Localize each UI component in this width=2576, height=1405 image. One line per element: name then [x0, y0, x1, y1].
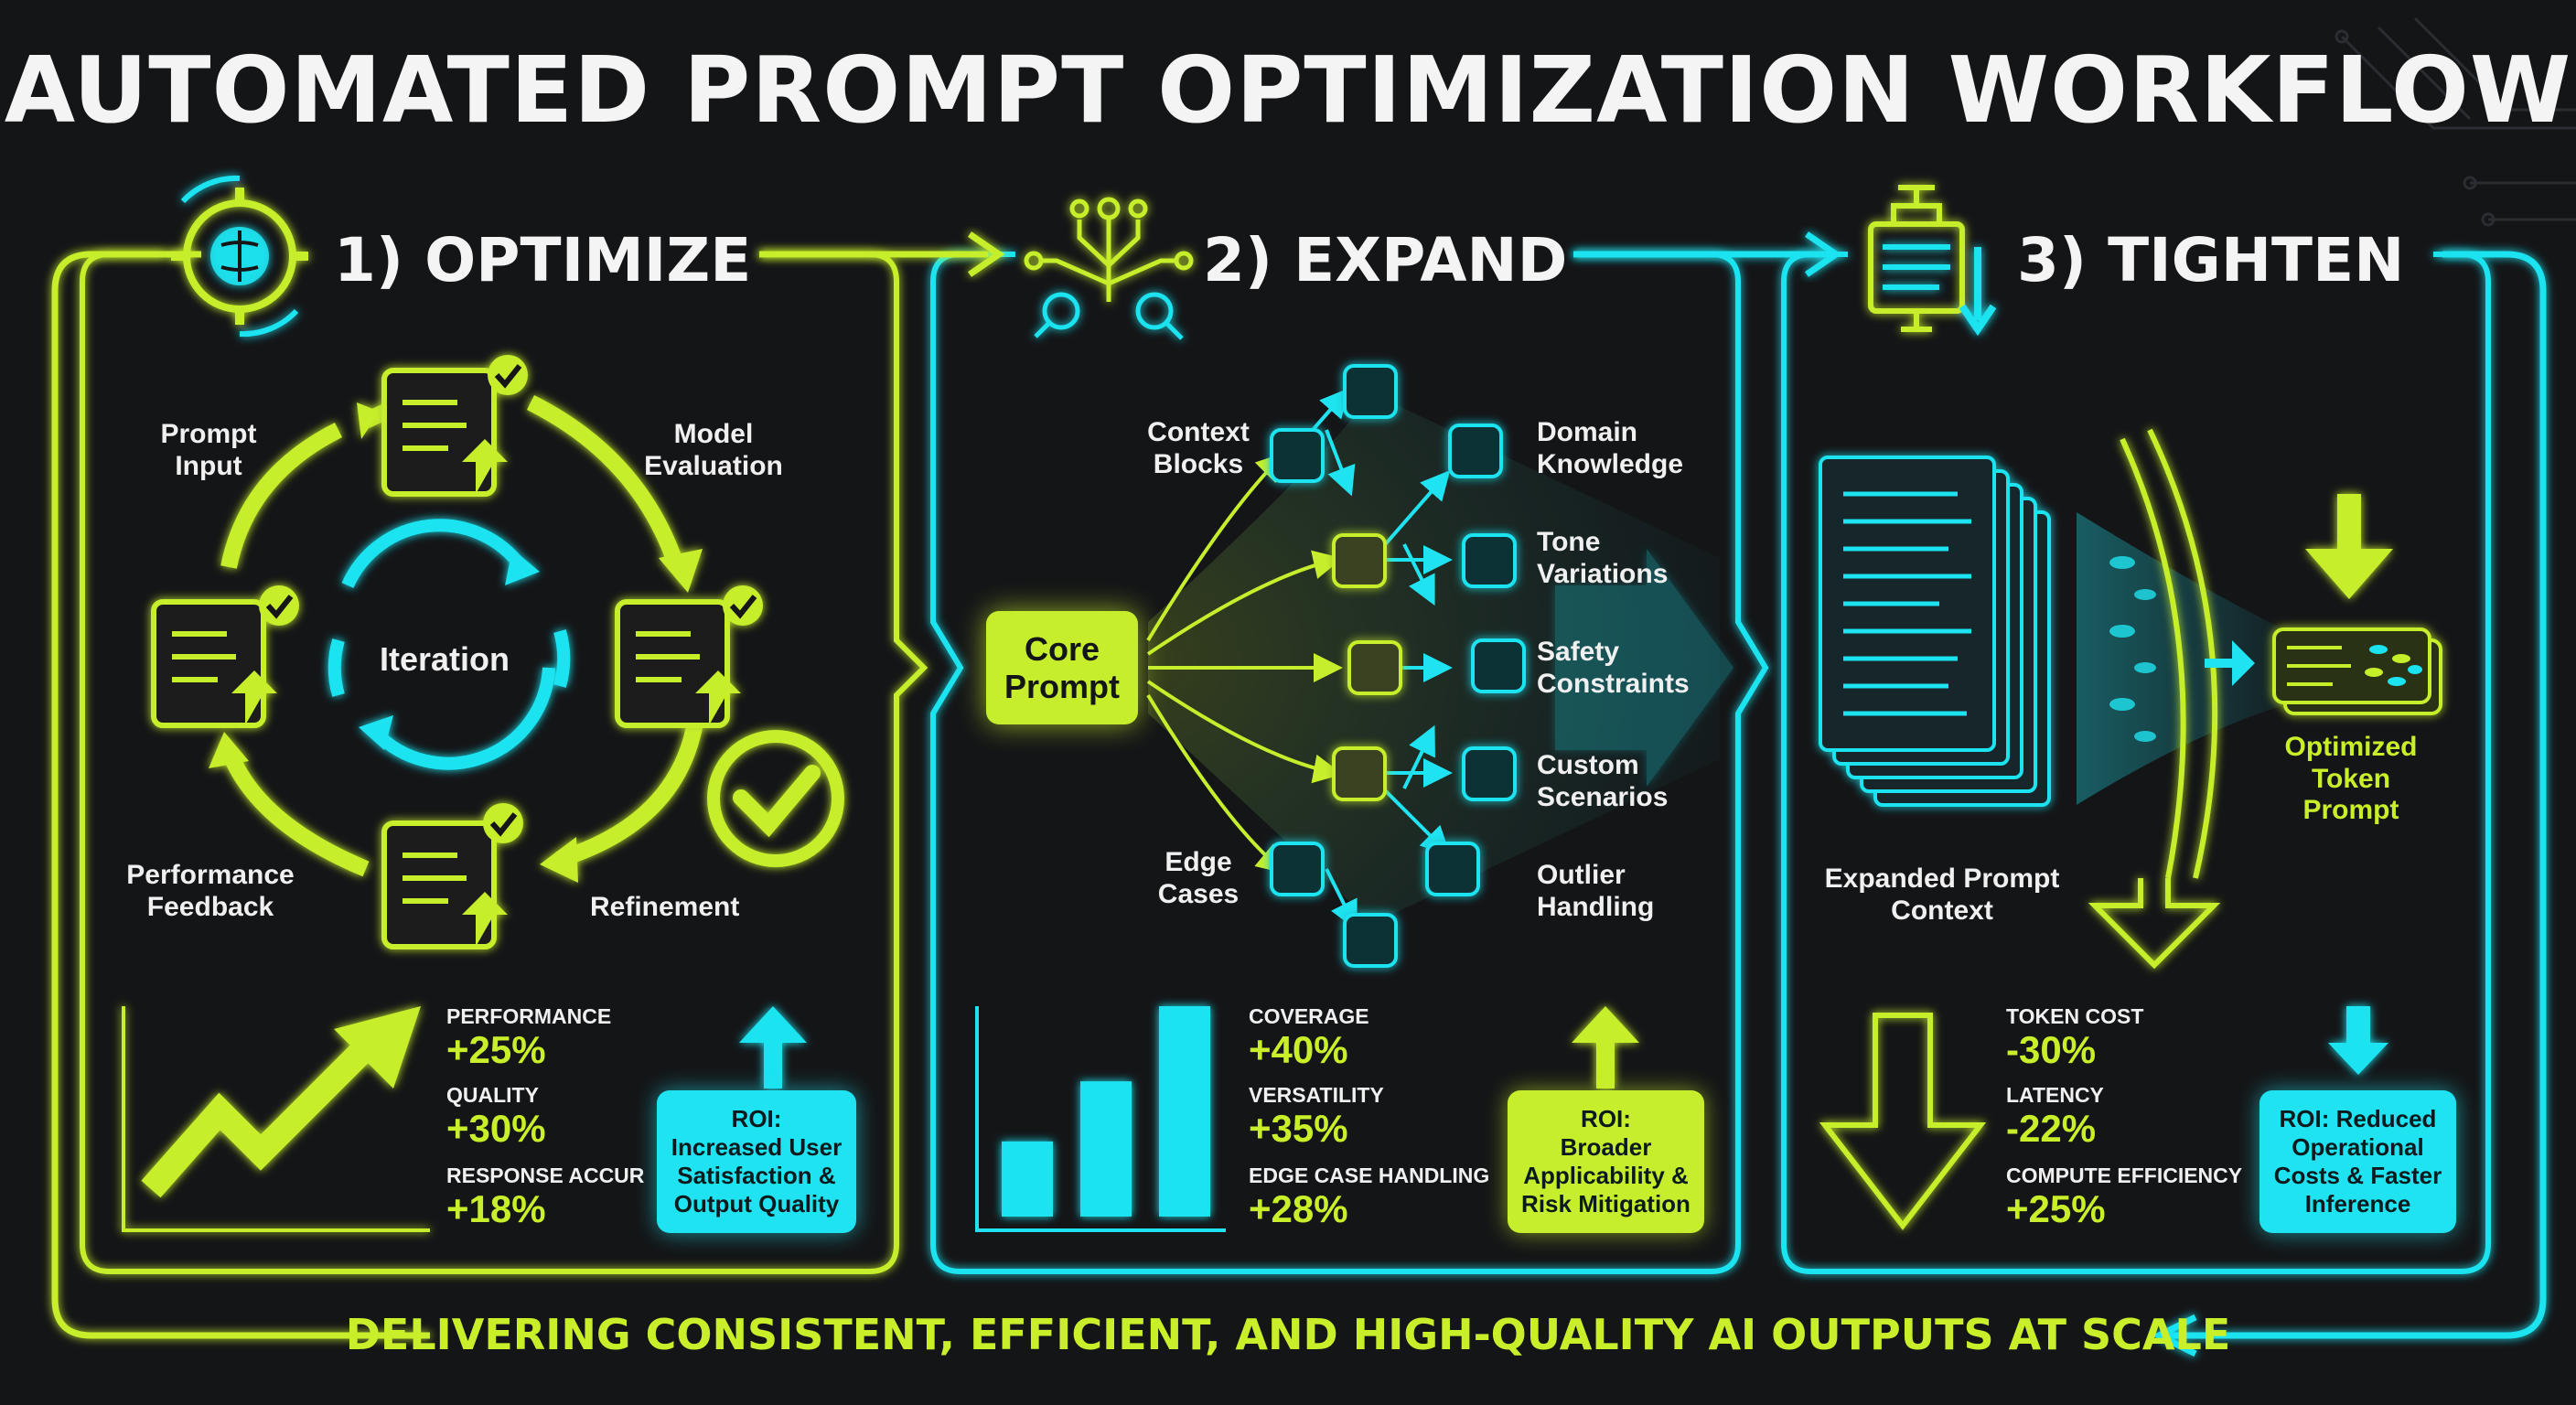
- page-title: AUTOMATED PROMPT OPTIMIZATION WORKFLOW: [4, 37, 2572, 144]
- tree-node-boxes: [1270, 364, 1526, 968]
- optimize-cycle: [209, 385, 703, 883]
- roi-up-arrow-1: [739, 1006, 807, 1089]
- metric-value: +18%: [446, 1187, 546, 1230]
- doc-card-model-evaluation: [615, 585, 763, 728]
- clamp-compress-icon: [1868, 185, 1997, 337]
- bar-chart-bar: [1080, 1081, 1132, 1217]
- step-model-evaluation: Model Evaluation: [644, 419, 783, 481]
- tree-lime-links: [1146, 452, 1343, 874]
- metric-value: -30%: [2006, 1028, 2097, 1071]
- phase-connectors: [759, 231, 1842, 277]
- check-badge-icon: [707, 730, 844, 867]
- doc-card-performance-feedback: [151, 585, 299, 728]
- roi-box-expand: ROI: Broader Applicability & Risk Mitiga…: [1508, 1090, 1704, 1233]
- branch-search-icon: [1024, 197, 1194, 340]
- branch-context-blocks: Context Blocks: [1147, 417, 1250, 479]
- compression-arc: [2088, 428, 2221, 970]
- step-prompt-input: Prompt Input: [160, 419, 257, 481]
- tree-node-lime-boxes: [1332, 533, 1402, 801]
- metric-label: QUALITY: [446, 1083, 539, 1107]
- outer-feedback-loop: [51, 251, 2547, 1357]
- metric-label: VERSATILITY: [1249, 1083, 1384, 1107]
- metric-label: EDGE CASE HANDLING: [1249, 1164, 1490, 1187]
- tighten-panel-border: [1781, 252, 2491, 1274]
- doc-card-refinement: [381, 803, 523, 949]
- branch-custom-scenarios: Custom Scenarios: [1537, 750, 1669, 812]
- branch-safety-constraints: Safety Constraints: [1537, 637, 1690, 699]
- reduction-down-arrow: [1819, 1013, 1987, 1230]
- bar-chart-bar: [1002, 1141, 1053, 1217]
- bar-chart-bar: [1159, 1006, 1210, 1217]
- step-refinement: Refinement: [590, 892, 740, 922]
- optimized-token-card: [2272, 627, 2442, 715]
- optimized-prompt-label: Optimized Token Prompt: [2284, 732, 2418, 825]
- phase-title-expand: 2) EXPAND: [1203, 225, 1568, 295]
- stacked-docs: [1819, 456, 2051, 807]
- to-output-arrow: [2205, 640, 2255, 686]
- metric-label: COMPUTE EFFICIENCY: [2006, 1164, 2243, 1187]
- bar-chart-bars: [1002, 1006, 1210, 1217]
- token-particles: [2109, 556, 2156, 742]
- expanded-context-label: Expanded Prompt Context: [1824, 863, 2060, 926]
- doc-card-prompt-input: [381, 355, 528, 497]
- phase-title-optimize: 1) OPTIMIZE: [334, 225, 752, 295]
- metric-value: +30%: [446, 1107, 546, 1150]
- expand-direction-arrow: [1555, 549, 1733, 787]
- phase-title-tighten: 3) TIGHTEN: [2017, 225, 2405, 295]
- metric-value: +28%: [1249, 1187, 1348, 1230]
- branch-edge-cases: Edge Cases: [1157, 847, 1240, 909]
- bar-chart-axes: [975, 1006, 1226, 1232]
- metric-label: LATENCY: [2006, 1083, 2104, 1107]
- metric-value: -22%: [2006, 1107, 2097, 1150]
- core-prompt-node: Core Prompt: [986, 611, 1138, 724]
- roi-box-optimize: ROI: Increased User Satisfaction & Outpu…: [657, 1090, 856, 1233]
- metric-value: +35%: [1249, 1107, 1348, 1150]
- optimize-panel-border: [80, 252, 928, 1274]
- roi-box-tighten: ROI: Reduced Operational Costs & Faster …: [2259, 1090, 2456, 1233]
- step-performance-feedback: Performance Feedback: [126, 860, 295, 922]
- branch-domain-knowledge: Domain Knowledge: [1537, 417, 1684, 479]
- branch-tone-variations: Tone Variations: [1537, 527, 1669, 589]
- roi-up-arrow-2: [1572, 1006, 1639, 1089]
- metric-label: COVERAGE: [1249, 1004, 1369, 1028]
- branch-outlier-handling: Outlier Handling: [1537, 860, 1655, 922]
- metric-label: TOKEN COST: [2006, 1004, 2144, 1028]
- footer-tagline: DELIVERING CONSISTENT, EFFICIENT, AND HI…: [345, 1310, 2231, 1359]
- metric-label: PERFORMANCE: [446, 1004, 612, 1028]
- compress-down-arrow: [2305, 494, 2393, 599]
- brain-gear-icon: [171, 175, 308, 338]
- growth-chart: [122, 1006, 430, 1232]
- roi-down-arrow-3: [2328, 1006, 2388, 1075]
- circuit-decoration: [2334, 16, 2576, 227]
- metric-label: RESPONSE ACCUR: [446, 1164, 645, 1187]
- metric-value: +40%: [1249, 1028, 1348, 1071]
- metric-value: +25%: [446, 1028, 546, 1071]
- expand-panel-border: [930, 252, 1769, 1274]
- metric-value: +25%: [2006, 1187, 2106, 1230]
- cycle-center-label: Iteration: [380, 640, 510, 678]
